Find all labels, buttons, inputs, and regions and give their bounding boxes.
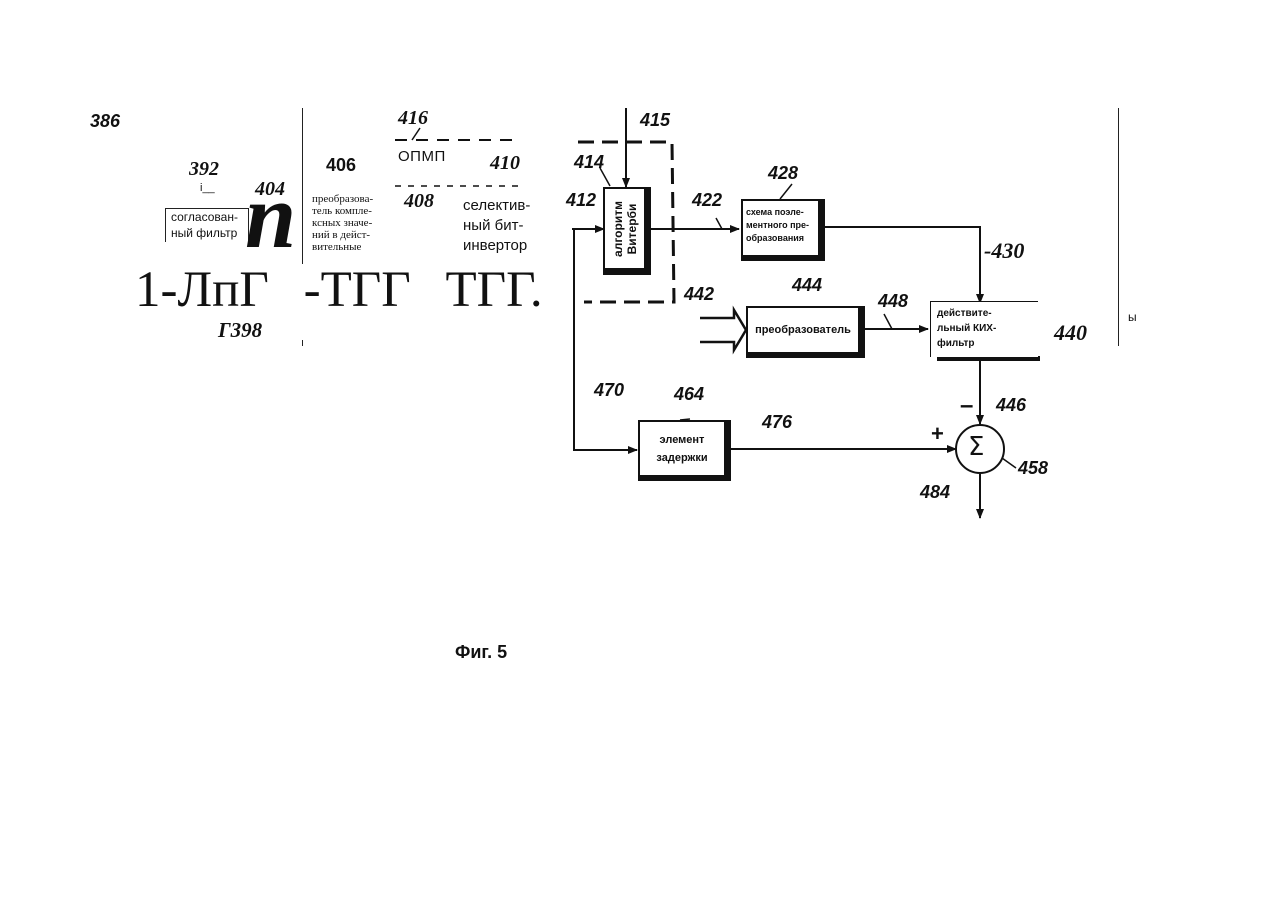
figure-caption: Фиг. 5 (455, 642, 507, 663)
ref-444: 444 (792, 275, 822, 296)
ref-440: 440 (1054, 320, 1087, 346)
ref-428: 428 (768, 163, 798, 184)
ref-458: 458 (1018, 458, 1048, 479)
sigma-symbol: Σ (968, 432, 984, 462)
ref-464: 464 (674, 384, 704, 405)
post-element-box: схема поэле- ментного пре- образования (741, 199, 820, 257)
delay-element-box: элемент задержки (638, 420, 726, 477)
ref-476: 476 (762, 412, 792, 433)
viterbi-box: алгоритм Витерби (603, 187, 646, 270)
ref-414: 414 (574, 152, 604, 173)
ref-442: 442 (684, 284, 714, 305)
input-arrow-442 (700, 310, 746, 350)
fir-filter-box: действите- льный КИХ- фильтр (930, 301, 1038, 357)
ref-470: 470 (594, 380, 624, 401)
ref-430: -430 (984, 238, 1024, 264)
ref-412: 412 (566, 190, 596, 211)
ref-415: 415 (640, 110, 670, 131)
ref-484: 484 (920, 482, 950, 503)
converter-box: преобразователь (746, 306, 860, 354)
viterbi-label: алгоритм Витерби (611, 201, 639, 257)
ref-448: 448 (878, 291, 908, 312)
plus-sign: + (931, 421, 944, 447)
ref-446: 446 (996, 395, 1026, 416)
ref-422: 422 (692, 190, 722, 211)
minus-sign: – (960, 392, 973, 420)
